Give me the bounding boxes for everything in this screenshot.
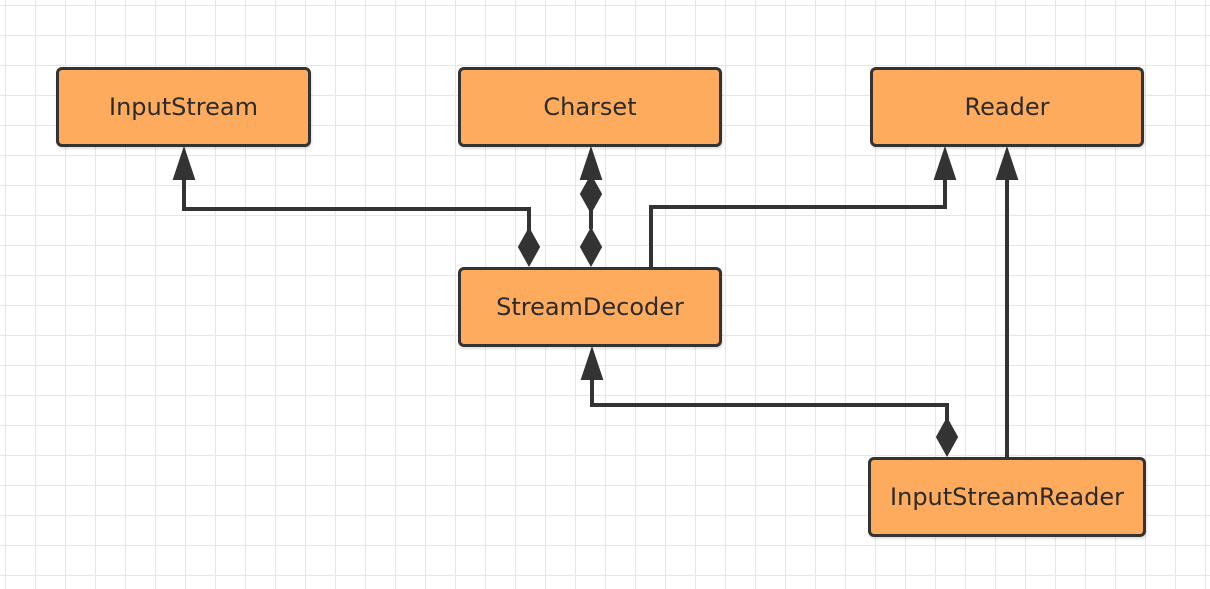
node-reader[interactable]: Reader xyxy=(870,67,1144,147)
diamond-decoder-charset-bottom xyxy=(579,226,603,268)
diamond-decoder-inputstream xyxy=(517,226,541,268)
arrowhead-inputstream xyxy=(172,145,196,180)
node-streamdecoder[interactable]: StreamDecoder xyxy=(458,267,722,347)
node-charset-label: Charset xyxy=(543,93,637,121)
node-inputstreamreader-label: InputStreamReader xyxy=(890,483,1124,511)
node-inputstreamreader[interactable]: InputStreamReader xyxy=(868,457,1146,537)
node-streamdecoder-label: StreamDecoder xyxy=(496,293,684,321)
node-inputstream-label: InputStream xyxy=(109,93,258,121)
edge-inputstreamreader-streamdecoder xyxy=(590,376,949,424)
diamond-decoder-charset-top xyxy=(579,173,603,215)
edge-streamdecoder-inputstream xyxy=(182,176,531,234)
node-charset[interactable]: Charset xyxy=(458,67,722,147)
node-inputstream[interactable]: InputStream xyxy=(56,67,311,147)
diamond-isr-decoder xyxy=(935,416,959,458)
arrowhead-reader-from-decoder xyxy=(933,145,957,180)
arrowhead-reader-from-isr xyxy=(995,145,1019,180)
edge-streamdecoder-reader xyxy=(649,176,947,267)
node-reader-label: Reader xyxy=(964,93,1050,121)
arrowhead-streamdecoder xyxy=(580,345,604,380)
